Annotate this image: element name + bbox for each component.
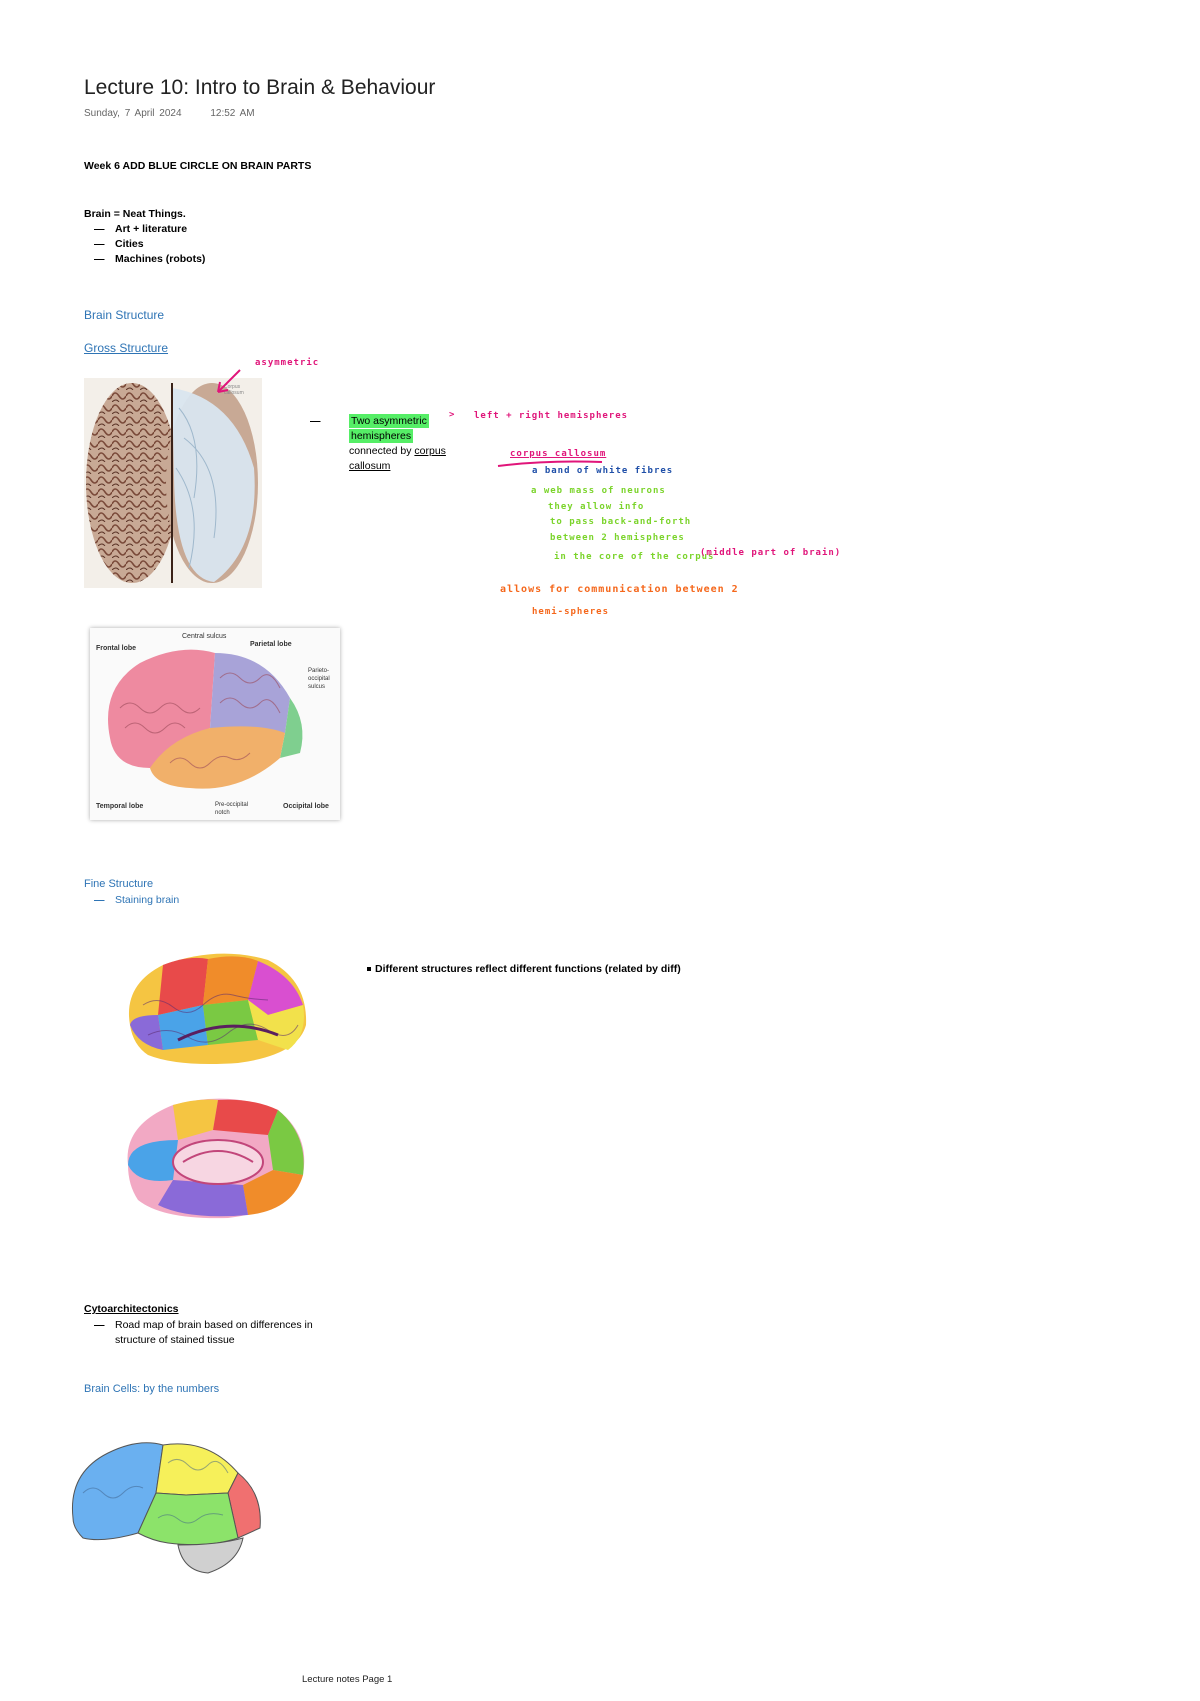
link-corpus[interactable]: corpus [414, 445, 446, 457]
brain-top-view-image: Corpus callosum [84, 378, 262, 588]
ink-underline [497, 460, 603, 467]
label-central: Central sulcus [182, 633, 227, 640]
cyto-heading: Cytoarchitectonics [84, 1303, 179, 1315]
label-temporal: Temporal lobe [96, 803, 143, 810]
page-date: Sunday, 7 April 2024 [84, 108, 182, 119]
label-preoccipital: Pre-occipital [215, 802, 248, 808]
page-footer: Lecture notes Page 1 [302, 1674, 393, 1685]
ink-line-6: in the core of the corpus [554, 552, 715, 562]
bullet-text: Different structures reflect different f… [375, 963, 681, 975]
ink-asymmetric: asymmetric [255, 358, 320, 368]
ink-arrow-icon: > [449, 410, 456, 420]
annotation-arrow-icon [217, 369, 241, 393]
page-timestamp: Sunday, 7 April 2024 12:52 AM [84, 108, 255, 119]
hemispheres-text: connected by [349, 445, 412, 457]
svg-text:Corpus: Corpus [224, 384, 241, 390]
ink-line-1: a band of white fibres [532, 466, 674, 476]
label-parietal: Parietal lobe [250, 641, 292, 648]
label-parieto: Parieto- [308, 668, 329, 674]
label-occipital-word: occipital [308, 676, 330, 682]
section-heading-gross-structure[interactable]: Gross Structure [84, 341, 169, 355]
section-heading-brain-cells: Brain Cells: by the numbers [84, 1383, 220, 1395]
ink-line-6b: (middle part of brain) [700, 548, 842, 558]
ink-left-right: left + right hemispheres [474, 411, 629, 421]
intro-heading: Brain = Neat Things. [84, 208, 186, 220]
hemispheres-note: — Two asymmetric hemispheres connected b… [310, 414, 446, 472]
link-callosum[interactable]: callosum [349, 460, 391, 472]
label-frontal: Frontal lobe [96, 645, 136, 652]
ink-line-4: to pass back-and-forth [550, 517, 692, 527]
label-occipital: Occipital lobe [283, 803, 329, 810]
list-item: Machines (robots) [84, 252, 344, 267]
ink-line-3: they allow info [548, 502, 645, 512]
label-notch: notch [215, 810, 230, 816]
todo-note: Week 6 ADD BLUE CIRCLE ON BRAIN PARTS [84, 160, 312, 172]
stained-brain-medial-image [118, 1090, 313, 1225]
stained-brain-lateral-image [118, 945, 313, 1070]
ink-line-7: allows for communication between 2 [500, 584, 739, 595]
ink-line-2: a web mass of neurons [531, 486, 666, 496]
bullet-icon [367, 967, 371, 971]
label-sulcus: sulcus [308, 684, 325, 690]
list-item: Art + literature [84, 222, 344, 237]
page-time: 12:52 AM [210, 108, 255, 119]
section-heading-brain-structure: Brain Structure [84, 308, 165, 322]
cyto-list: Road map of brain based on differences i… [84, 1318, 384, 1348]
highlight-text: hemispheres [349, 429, 414, 443]
list-item: Road map of brain based on differences i… [84, 1318, 384, 1333]
list-item: Cities [84, 237, 344, 252]
page-title: Lecture 10: Intro to Brain & Behaviour [84, 76, 436, 99]
list-item: Staining brain [84, 893, 284, 908]
section-heading-fine-structure: Fine Structure [84, 878, 154, 890]
fine-structure-bullet: Different structures reflect different f… [367, 963, 815, 975]
fine-structure-list: Staining brain [84, 893, 284, 908]
ink-corpus-callosum: corpus callosum [510, 449, 607, 459]
brain-lobes-color-image [68, 1433, 278, 1583]
ink-line-5: between 2 hemispheres [550, 533, 685, 543]
lobes-figure: Frontal lobe Central sulcus Parietal lob… [90, 628, 340, 820]
highlight-text: Two asymmetric [349, 414, 429, 428]
intro-block: Brain = Neat Things. Art + literature Ci… [84, 207, 344, 267]
ink-line-8: hemi-spheres [532, 607, 610, 617]
list-item-continuation: structure of stained tissue [115, 1334, 235, 1346]
svg-text:callosum: callosum [224, 390, 244, 396]
